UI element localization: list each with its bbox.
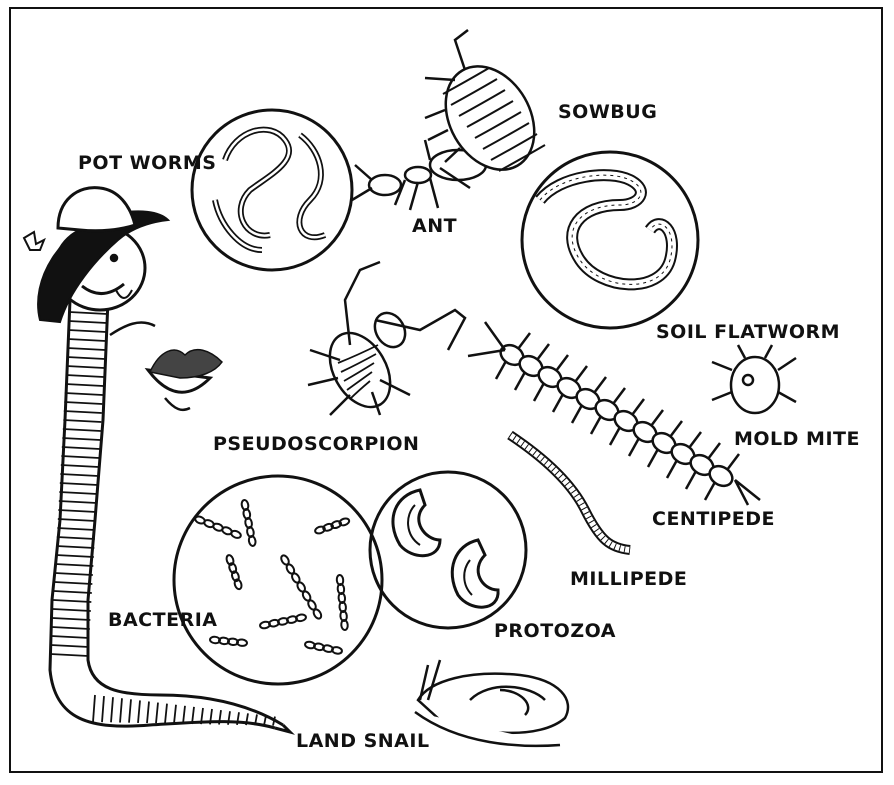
pot-worms-drawing bbox=[192, 110, 352, 270]
millipede-drawing bbox=[510, 435, 630, 550]
label-soil-flatworm: SOIL FLATWORM bbox=[656, 321, 840, 343]
pseudoscorpion-drawing bbox=[308, 262, 465, 418]
label-mold-mite: MOLD MITE bbox=[734, 428, 860, 450]
protozoa-drawing bbox=[370, 472, 526, 628]
label-millipede: MILLIPEDE bbox=[570, 568, 687, 590]
label-sowbug: SOWBUG bbox=[558, 101, 657, 123]
land-snail-drawing bbox=[415, 660, 568, 746]
label-bacteria: BACTERIA bbox=[108, 609, 217, 631]
label-protozoa: PROTOZOA bbox=[494, 620, 616, 642]
label-pot-worms: POT WORMS bbox=[78, 152, 216, 174]
mold-mite-drawing bbox=[712, 345, 796, 413]
label-ant: ANT bbox=[412, 215, 457, 237]
centipede-drawing bbox=[468, 322, 760, 505]
label-pseudoscorpion: PSEUDOSCORPION bbox=[213, 433, 419, 455]
label-centipede: CENTIPEDE bbox=[652, 508, 775, 530]
bacteria-drawing bbox=[174, 476, 382, 684]
soil-flatworm-drawing bbox=[522, 152, 698, 328]
earthworm-mascot-drawing bbox=[24, 188, 290, 732]
label-land-snail: LAND SNAIL bbox=[296, 730, 430, 752]
